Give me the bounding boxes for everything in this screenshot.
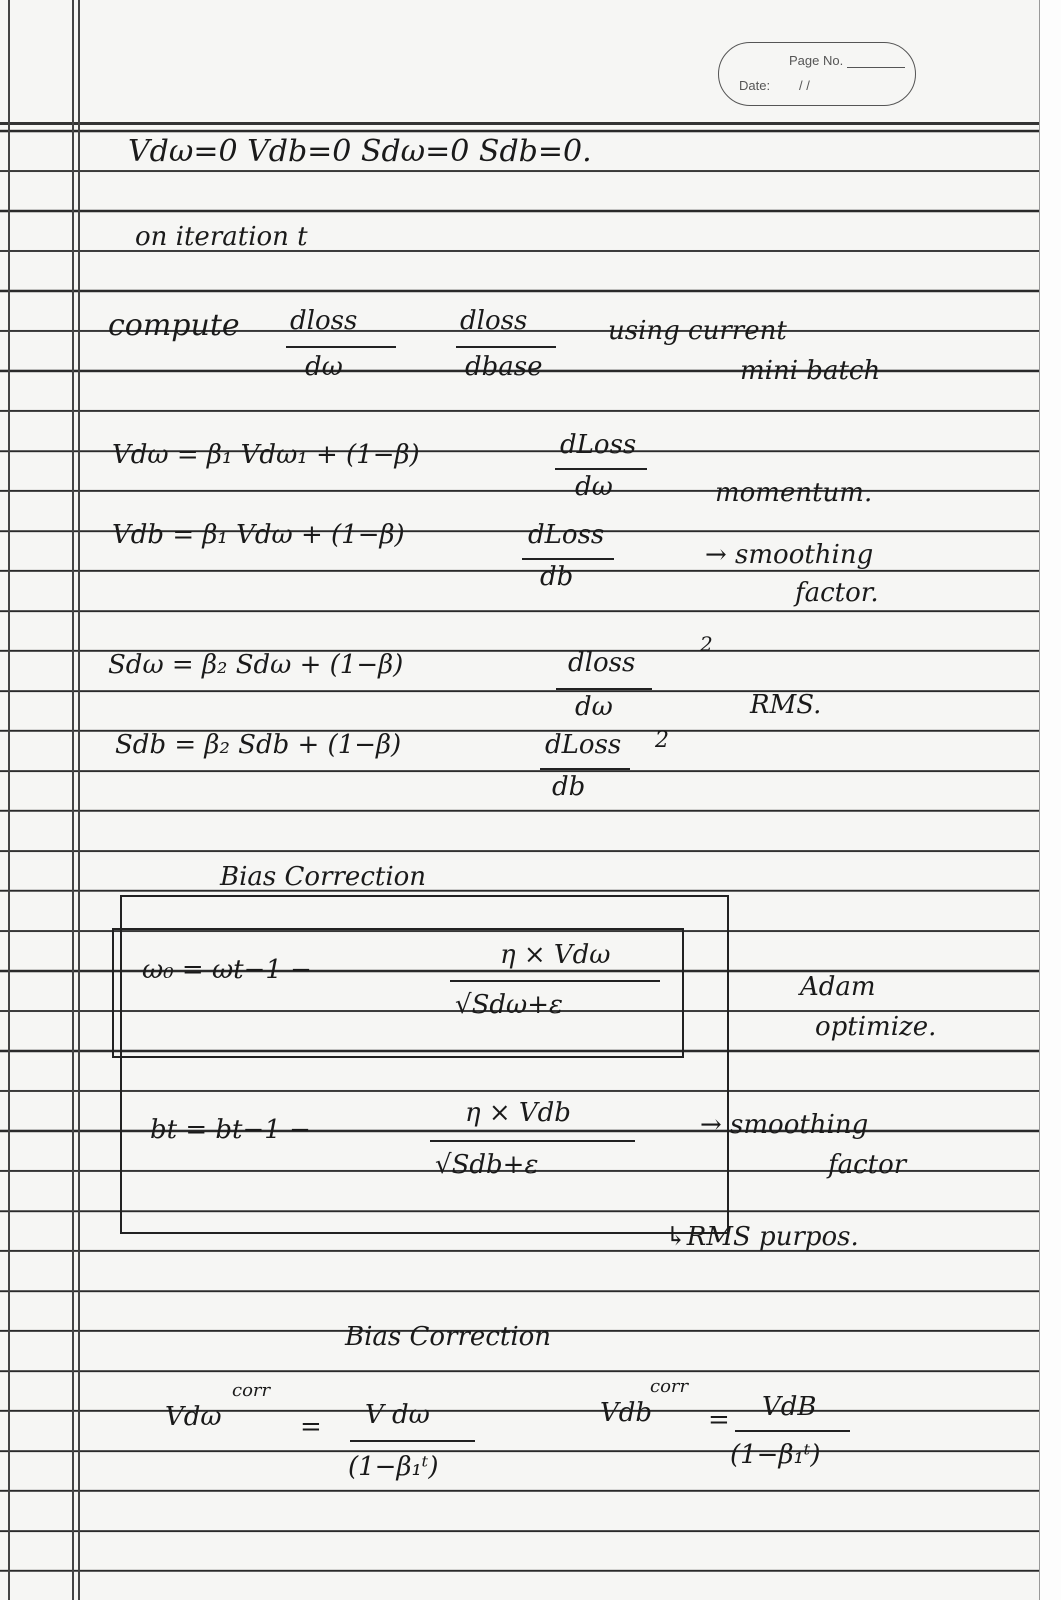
weight-update-numerator: η × Vdω [500, 940, 611, 970]
fraction-bar [430, 1140, 635, 1142]
bias-update-lhs: bt = bt−1 − [150, 1115, 311, 1145]
factor-label-1: factor. [795, 578, 879, 608]
update-rules-box [120, 895, 729, 1234]
smoothing-label-1: → smoothing [705, 540, 874, 570]
smoothing-label-2: → smoothing [700, 1110, 869, 1140]
page-top-margin [0, 0, 1040, 125]
vdw-frac-denominator: dω [575, 472, 613, 502]
rms-label: RMS. [750, 690, 822, 720]
vdw-corr-superscript: corr [232, 1380, 271, 1401]
fraction-bar [450, 980, 660, 982]
sdb-frac-numerator: dLoss [545, 730, 622, 760]
weight-update-denominator: √Sdω+ε [455, 990, 563, 1020]
bias-correction-heading-2: Bias Correction [345, 1322, 552, 1352]
header-rule [0, 122, 1040, 125]
fraction-bar [735, 1430, 850, 1432]
vdb-corr-superscript: corr [650, 1376, 689, 1397]
equals-sign: = [300, 1412, 322, 1442]
fraction-bar [522, 558, 614, 560]
page-edge [1039, 0, 1061, 1600]
page-no-label: Page No. [789, 53, 844, 68]
page-no-blank [847, 67, 905, 68]
fraction-bar [540, 768, 630, 770]
frac1-numerator: dloss [290, 306, 358, 336]
vdb-corr-lhs: Vdb [600, 1398, 653, 1428]
vdb-corr-numerator: VdB [762, 1392, 817, 1422]
margin-line [78, 0, 80, 1600]
sdb-power: 2 [655, 728, 669, 753]
margin-line [8, 0, 10, 1600]
vdb-frac-numerator: dLoss [528, 520, 605, 550]
vdb-frac-denominator: db [540, 562, 574, 592]
equals-sign: = [708, 1405, 730, 1435]
fraction-bar [556, 688, 652, 690]
vdw-equation: Vdω = β₁ Vdω₁ + (1−β) [112, 440, 420, 470]
sdb-frac-denominator: db [552, 772, 586, 802]
fraction-bar [350, 1440, 475, 1442]
fraction-bar [456, 346, 556, 348]
vdb-corr-denominator: (1−β₁ᵗ) [730, 1440, 821, 1470]
sdw-frac-denominator: dω [575, 692, 613, 722]
vdw-frac-numerator: dLoss [560, 430, 637, 460]
frac2-denominator: dbase [465, 352, 543, 382]
bias-update-numerator: η × Vdb [465, 1098, 571, 1128]
weight-update-lhs: ω₀ = ωt−1 − [142, 955, 312, 985]
sdw-frac-numerator: dloss [568, 648, 636, 678]
vdw-corr-lhs: Vdω [165, 1402, 222, 1432]
factor-label-2: factor [828, 1150, 907, 1180]
momentum-label: momentum. [715, 478, 873, 508]
fraction-bar [555, 468, 647, 470]
vdw-corr-denominator: (1−β₁ᵗ) [348, 1452, 439, 1482]
sdw-power: 2 [700, 632, 713, 656]
frac2-numerator: dloss [460, 306, 528, 336]
bias-update-denominator: √Sdb+ε [435, 1150, 539, 1180]
sdb-equation: Sdb = β₂ Sdb + (1−β) [115, 730, 402, 760]
date-value: / / [799, 78, 810, 93]
vdw-corr-numerator: V dω [365, 1400, 430, 1430]
compute-label: compute [108, 308, 240, 343]
adam-label: Adam [800, 972, 876, 1002]
frac1-denominator: dω [305, 352, 343, 382]
vdb-equation: Vdb = β₁ Vdω + (1−β) [112, 520, 405, 550]
rms-purpose-label: ↳RMS purpos. [665, 1222, 859, 1252]
bias-correction-heading: Bias Correction [220, 862, 427, 892]
margin-line [72, 0, 74, 1600]
weight-update-box [112, 928, 684, 1058]
iteration-line: on iteration t [135, 222, 308, 252]
optimize-label: optimize. [815, 1012, 937, 1042]
date-label: Date: [739, 78, 771, 93]
sdw-equation: Sdω = β₂ Sdω + (1−β) [108, 650, 404, 680]
fraction-bar [286, 346, 396, 348]
page-number-box: Page No. Date: / / [718, 42, 916, 106]
init-line: Vdω=0 Vdb=0 Sdω=0 Sdb=0. [128, 134, 592, 169]
using-label: using current [608, 316, 787, 346]
mini-batch-label: mini batch [740, 356, 881, 386]
